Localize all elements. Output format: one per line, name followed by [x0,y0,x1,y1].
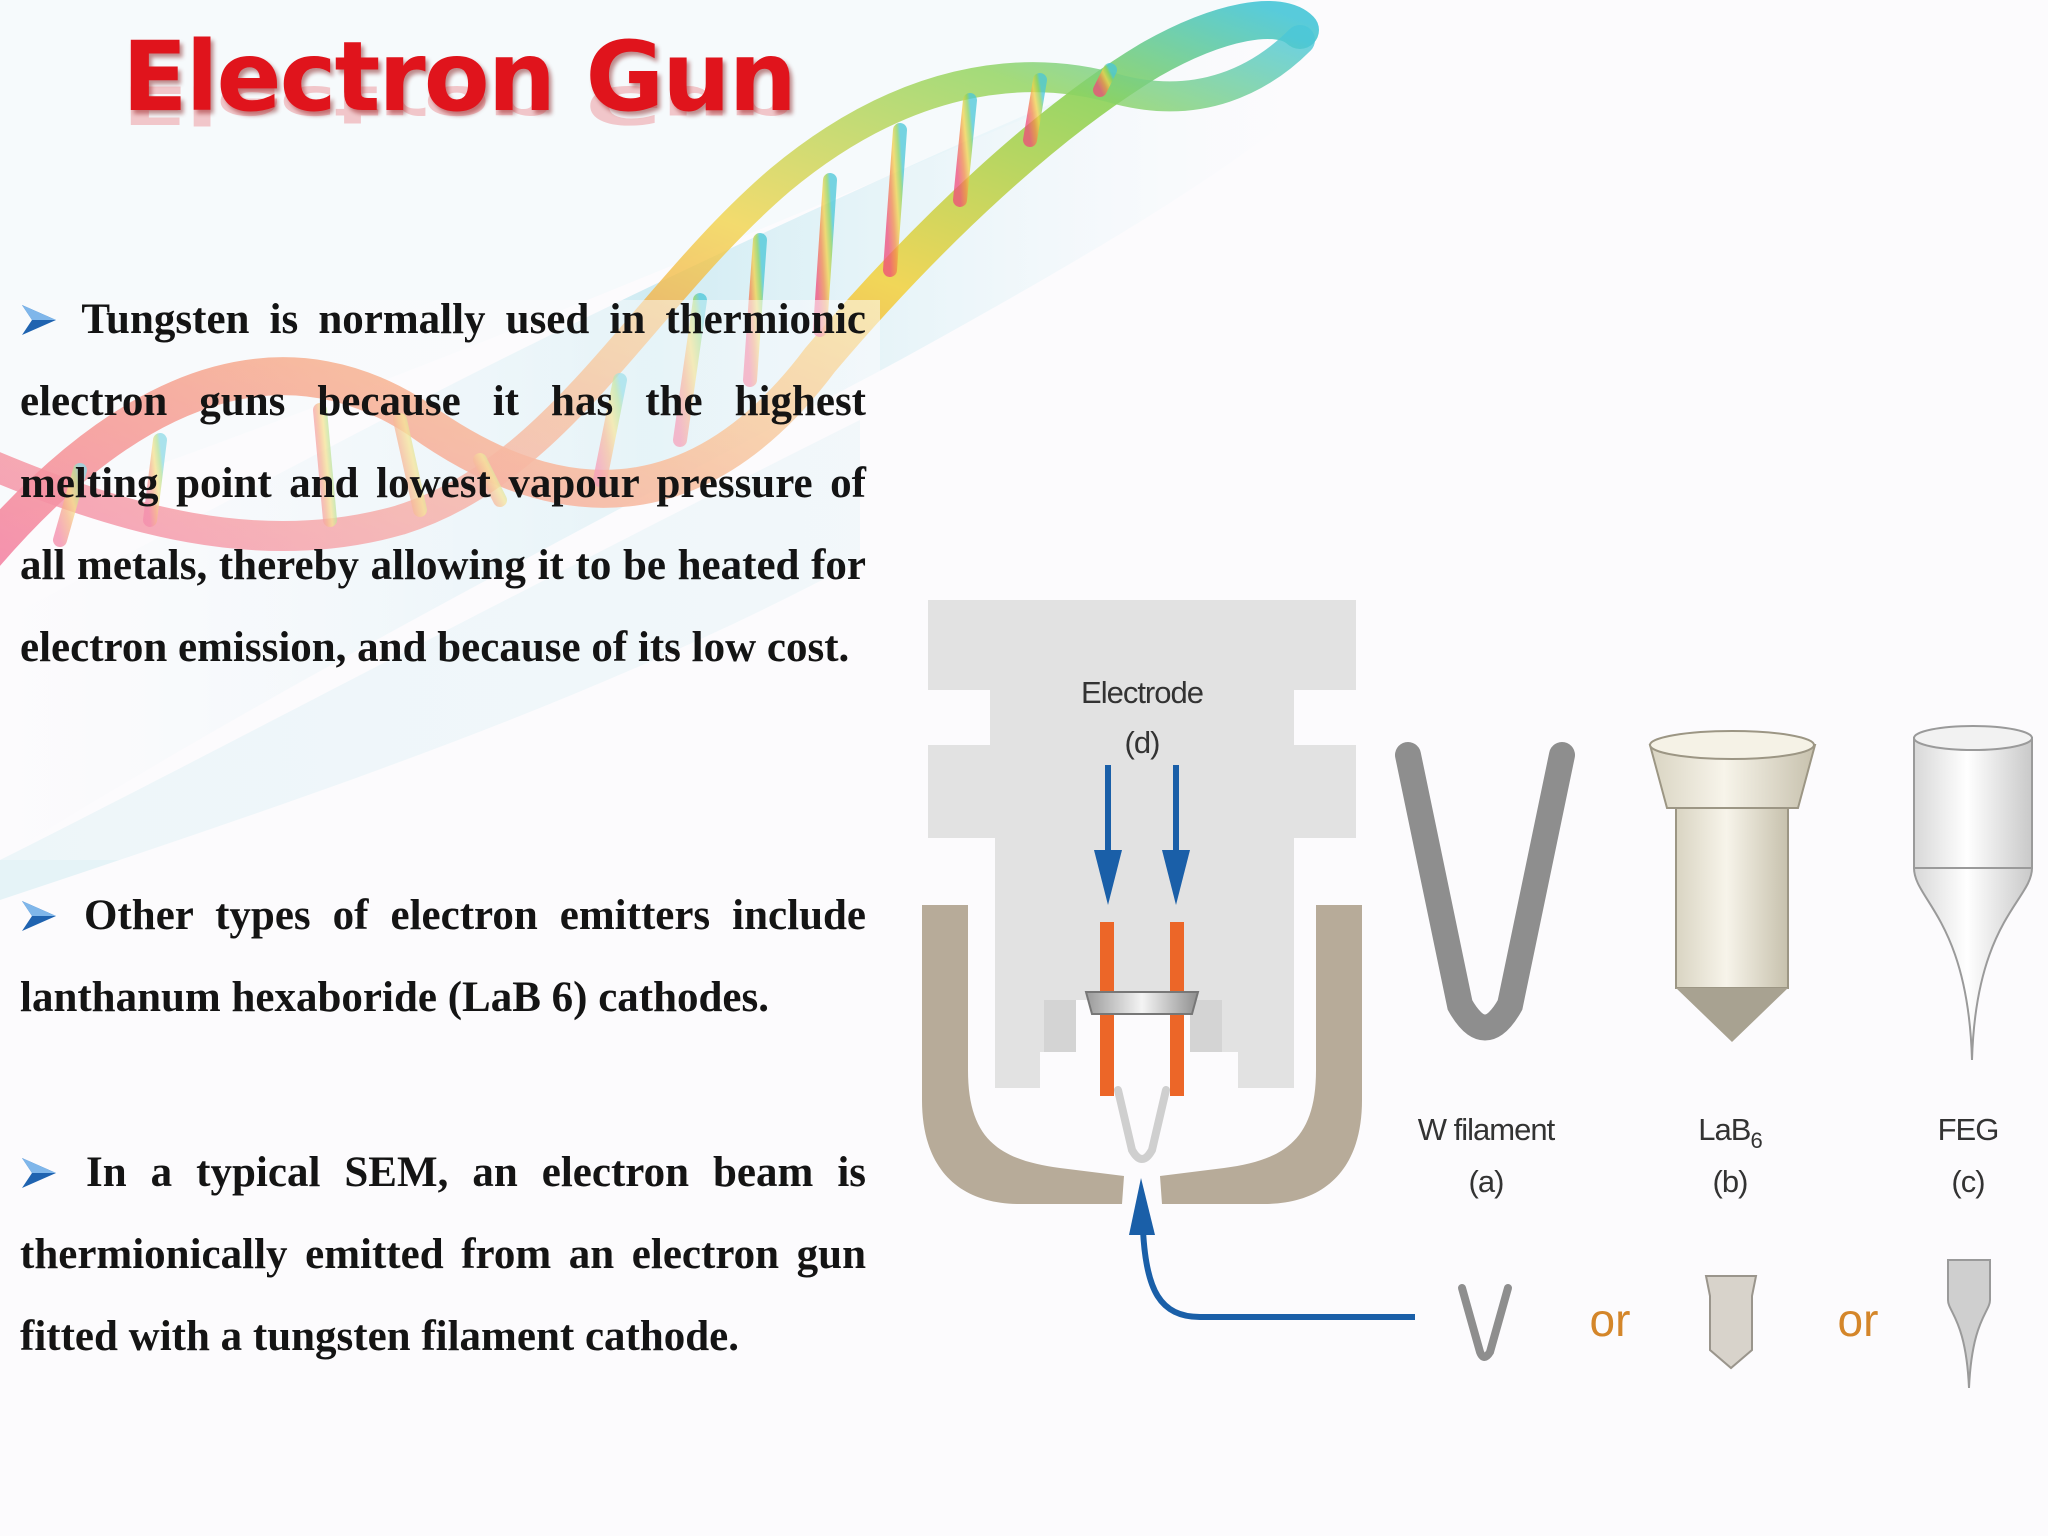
electron-flow-arrows [1094,765,1190,905]
slide-title-reflection: Electron Gun [122,73,795,136]
bullet-text: Other types of electron emitters include… [20,892,866,1021]
electrode-label: Electrode [1081,675,1203,710]
lab6-emitter-icon [1648,730,1817,1042]
bullet-paragraph-tungsten: Tungsten is normally used in thermionic … [20,279,866,689]
w-filament-icon [1395,742,1575,1041]
emitter-name-c: FEG [1938,1112,1999,1147]
emitter-insert-arrow [1129,1178,1415,1320]
bullet-paragraph-sem: In a typical SEM, an electron beam is th… [20,1132,866,1378]
bullet-paragraph-emitters: Other types of electron emitters include… [20,875,866,1039]
emitter-name-a: W filament [1418,1112,1556,1147]
filament-tip [1114,1086,1170,1163]
slide-title: Electron Gun [122,21,797,133]
arrow-bullet-icon [22,901,56,931]
feg-emitter-icon [1912,725,2034,1061]
electrode-letter: (d) [1125,725,1160,760]
wehnelt-cap-right [1160,905,1362,1204]
bullet-text: Tungsten is normally used in thermionic … [20,296,866,671]
wehnelt-cap-left [922,905,1124,1204]
or-label-2: or [1838,1294,1879,1346]
emitter-letter-b: (b) [1713,1164,1748,1199]
bullet-text: In a typical SEM, an electron beam is th… [20,1149,867,1360]
small-w-filament-icon [1458,1284,1512,1361]
small-lab6-icon [1704,1275,1758,1370]
electrode-block [928,600,1356,1088]
insulator-ring [1084,991,1200,1015]
electron-gun-diagram: Electrode (d) W filament (a) LaB6 (b) FE… [922,600,2034,1389]
small-feg-icon [1947,1259,1991,1389]
emitter-letter-a: (a) [1469,1164,1504,1199]
emitter-name-b: LaB6 [1698,1112,1762,1153]
arrow-bullet-icon [22,305,56,335]
or-label-1: or [1590,1294,1631,1346]
emitter-letter-c: (c) [1951,1164,1984,1199]
arrow-bullet-icon [22,1158,56,1188]
